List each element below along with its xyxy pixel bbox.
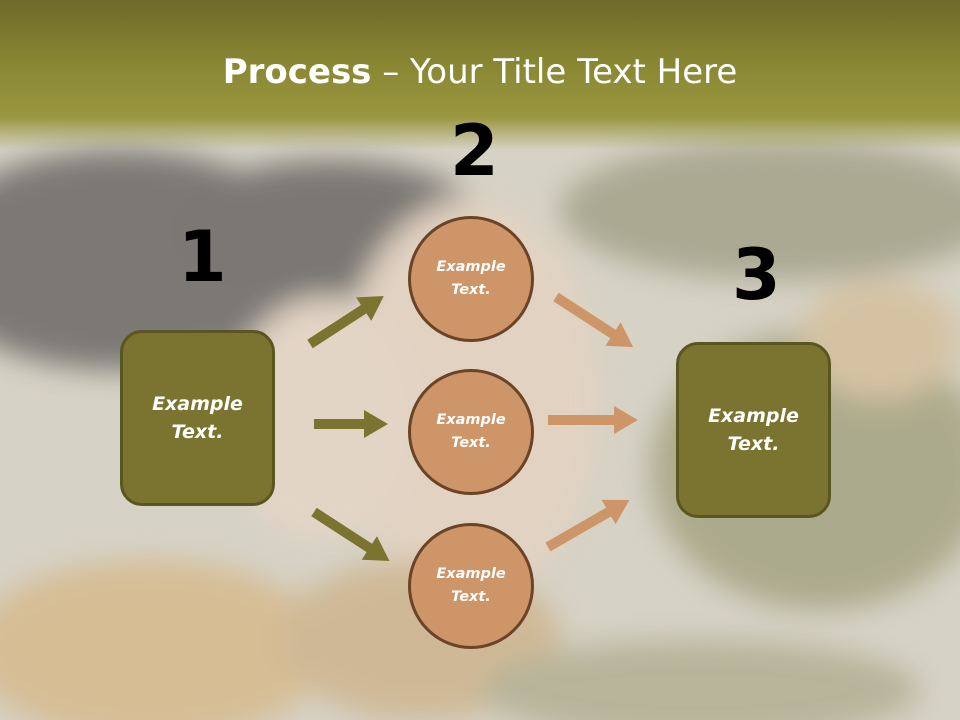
step-number-3: 3 [732,234,781,316]
title-rest: – Your Title Text Here [371,52,738,92]
circle-top: Example Text. [408,216,534,342]
title-band [0,0,960,150]
circle-top-label: Example Text. [436,258,506,298]
left-box: Example Text. [120,330,275,506]
left-box-label: Example Text. [152,392,243,444]
circle-bottom-label: Example Text. [436,565,506,605]
right-box: Example Text. [676,342,831,518]
arrow-left-mid [314,410,388,438]
circle-middle: Example Text. [408,369,534,495]
circle-middle-label: Example Text. [436,411,506,451]
step-number-2: 2 [450,110,499,192]
right-box-label: Example Text. [708,404,799,456]
arrow-left-up [307,296,384,349]
title-bold: Process [222,52,372,92]
step-number-1: 1 [178,216,227,298]
arrow-right-down [553,292,634,348]
circle-bottom: Example Text. [408,523,534,649]
arrow-left-down [311,507,390,562]
arrow-right-mid [548,406,638,434]
slide-title: Process – Your Title Text Here [0,52,960,92]
arrow-right-up [545,499,630,552]
